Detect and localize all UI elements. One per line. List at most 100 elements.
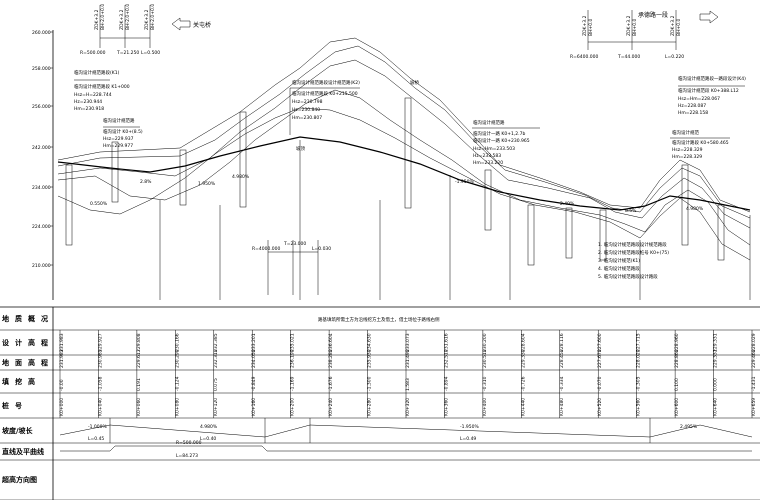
cut-fill-cell: -0.00 bbox=[59, 379, 65, 391]
curve-label: 坡桥 bbox=[410, 79, 419, 86]
row-label-station: 桩号 bbox=[2, 401, 28, 410]
annotation-line: 临沟设计一路 K0+230.965 bbox=[473, 137, 530, 144]
retaining-wall bbox=[681, 164, 689, 246]
note-line: 4. 临沟设计规范路段 bbox=[598, 265, 640, 272]
cut-fill-cell: -1.169 bbox=[290, 376, 296, 391]
station-cell: K0+320 bbox=[405, 398, 411, 416]
annotation-line: Hsz=Hm=228.067 bbox=[678, 96, 720, 102]
station-cell: K0+560 bbox=[636, 398, 642, 416]
cut-fill-cell: -1.431 bbox=[751, 376, 757, 391]
cut-fill-cell: -1.676 bbox=[328, 376, 334, 391]
cut-fill-cell: -0.070 bbox=[597, 376, 603, 391]
annotation-line: 临沟设计 K0+(8.5) bbox=[103, 128, 143, 135]
elev-tick-label: 234.000 bbox=[32, 185, 51, 191]
top-right-curve-marker: ZDK+3.2 BH+0.0 ZDK+3.2 BH+0.0 ZDK+3.2 BH… bbox=[570, 10, 719, 60]
retaining-wall bbox=[179, 149, 187, 206]
station-cell: K0+000 bbox=[59, 398, 65, 416]
design-elevation-cell: 228.604 bbox=[520, 333, 526, 352]
profile-data-table: 地质概况 设计高程 地面高程 填挖高 桩号 坡度/坡长 直线及平曲线 超高方向图… bbox=[0, 306, 760, 500]
annotation-line: Hsz=230.798 bbox=[292, 99, 323, 105]
segment-grade: -1.000% bbox=[88, 424, 108, 430]
design-elevation-cell: 227.715 bbox=[636, 333, 642, 352]
slope-label: 1.950% bbox=[198, 181, 216, 187]
geology-description: 路基填筑所需土方为沿线挖方土及借土，借土场位于路线右侧 bbox=[318, 316, 440, 323]
annotation-line: 临沟设计规范路段 K1+000 bbox=[74, 83, 130, 90]
annotation-line: Hz=230.840 bbox=[292, 107, 320, 113]
cut-fill-cell: -0.726 bbox=[520, 376, 526, 391]
design-elevation-cell: 229.331 bbox=[713, 333, 719, 352]
marker-elevation: BH+0.0 bbox=[676, 18, 682, 36]
annotation-line: Hm=229.977 bbox=[103, 143, 133, 149]
elev-tick-label: 242.000 bbox=[32, 145, 51, 151]
alignment-row: R=500.000 L=84.273 bbox=[60, 440, 752, 459]
cut-fill-cell: -0.894 bbox=[443, 376, 449, 391]
curve-length: L=0.500 bbox=[141, 50, 160, 56]
slope-label: -1.950% bbox=[455, 179, 475, 185]
design-elevation-cell: 230.166 bbox=[174, 333, 180, 352]
structures bbox=[65, 97, 725, 266]
curve-tangent: T=21.250 bbox=[116, 50, 139, 56]
annotation-right: 临沟设计规范路 临沟设计一路 K0+1,2.7b 临沟设计一路 K0+230.9… bbox=[472, 119, 540, 166]
cut-fill-cell: -0.310 bbox=[482, 376, 488, 391]
station-cell: K0+080 bbox=[174, 398, 180, 416]
design-elevation-cell: 234.630 bbox=[367, 333, 373, 352]
ground-elevation-cell: 231.490 bbox=[405, 349, 411, 368]
segment-grade: 4.980% bbox=[200, 424, 218, 430]
marker-station: ZDK+3.2 bbox=[144, 9, 150, 30]
curve-radius: R=4000.000 bbox=[252, 246, 281, 252]
design-elevation-cell: 232.385 bbox=[213, 333, 219, 352]
annotation-line: Hz=230.944 bbox=[74, 99, 102, 105]
row-label-ground-elevation: 地面高程 bbox=[2, 358, 54, 367]
slope-labels: 0.550% 2.8% 1.950% 4.980% -1.950% 2.49% … bbox=[90, 174, 704, 214]
marker-station: ZDK+3.2 bbox=[626, 15, 632, 36]
ground-elevation-cell: 229.331 bbox=[713, 349, 719, 368]
design-elevation-cell: 228.960 bbox=[674, 333, 680, 352]
segment-length: L=0.49 bbox=[460, 436, 476, 442]
cut-fill-cell: -0.334 bbox=[559, 376, 565, 391]
retaining-wall bbox=[111, 141, 119, 203]
station-cell: K0+400 bbox=[482, 398, 488, 416]
annotation-left-2: 临沟设计规范路 临沟设计 K0+(8.5) Hsz=229.937 Hm=229… bbox=[103, 117, 143, 149]
station-cell: K0+600 bbox=[674, 398, 680, 416]
marker-elevation: BH-2.0+0.0 bbox=[150, 4, 156, 30]
row-label-slope-length: 坡度/坡长 bbox=[2, 426, 34, 435]
elev-tick-label: 256.000 bbox=[32, 104, 51, 110]
note-line: 3. 临沟设计规范(K1) bbox=[598, 257, 640, 264]
station-cell: K0+200 bbox=[290, 398, 296, 416]
annotation-line: 临沟设计规范路 bbox=[103, 117, 135, 124]
ground-elevation-cell: 228.450 bbox=[559, 349, 565, 368]
annotation-line: Hsz=H=228.744 bbox=[74, 92, 112, 98]
annotation-line: Hm=228.329 bbox=[672, 154, 702, 160]
ground-elevation-cell: 235.930 bbox=[367, 349, 373, 368]
annotation-line: 临沟设计规范路 bbox=[473, 119, 505, 126]
annotation-line: 临沟设计规范 bbox=[672, 129, 699, 136]
curve-length: L=0.030 bbox=[312, 246, 331, 252]
ground-elevation-cell: 230.985 bbox=[97, 349, 103, 368]
annotation-line: Hsz=Hm=233.503 bbox=[473, 146, 515, 152]
annotation-line: Hz=228.087 bbox=[678, 103, 706, 109]
slope-row: -1.000% L=0.45 4.980% L=0.40 -1.950% L=0… bbox=[59, 418, 753, 443]
row-label-design-elevation: 设计高程 bbox=[2, 338, 54, 347]
marker-station: ZDK+3.2 bbox=[94, 9, 100, 30]
design-elevation-cell: 227.600 bbox=[597, 333, 603, 352]
retaining-wall bbox=[65, 164, 73, 246]
curve-radius: R=6400.000 bbox=[570, 54, 599, 60]
slope-label: 4.980% bbox=[686, 206, 704, 212]
ground-elevation-cell: 238.280 bbox=[328, 349, 334, 368]
segment-length: L=0.45 bbox=[88, 436, 104, 442]
station-cell: K0+160 bbox=[251, 398, 257, 416]
station-gridlines bbox=[159, 140, 751, 300]
annotation-line: 临沟设计规范段 K0+388.L12 bbox=[678, 87, 739, 94]
curve-length: L=0.220 bbox=[665, 54, 684, 60]
annotation-line: 临沟设计一路 K0+1,2.7b bbox=[473, 130, 525, 137]
table-columns: 231.983231.983-0.00K0+000229.927230.985-… bbox=[59, 330, 757, 418]
marker-station: ZDK+3.2 bbox=[582, 15, 588, 36]
curve-radius: R=500.000 bbox=[176, 440, 202, 446]
design-elevation-cell: 228.029 bbox=[751, 333, 757, 352]
cut-fill-cell: 0.100 bbox=[674, 378, 680, 391]
retaining-wall bbox=[404, 97, 412, 209]
annotation-line: Hm=233.220 bbox=[473, 160, 503, 166]
station-cell: K0+280 bbox=[367, 398, 373, 416]
design-elevation-cell: 233.201 bbox=[251, 333, 257, 352]
design-elevation-cell: 229.808 bbox=[136, 333, 142, 352]
